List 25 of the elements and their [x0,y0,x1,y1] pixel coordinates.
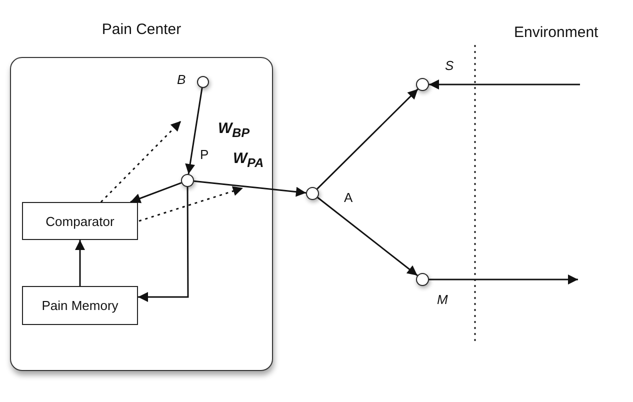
arrow [429,274,578,284]
arrow [316,88,418,190]
node-label: M [437,292,448,307]
arrow [317,196,418,276]
node-label: P [200,147,209,162]
edge-label: W$_{BP}$ [218,120,250,140]
process-box: Pain Memory [22,286,138,325]
region-label: Environment [514,24,598,41]
arrow [75,240,85,286]
arrow [429,80,580,90]
node-label: B [177,72,186,87]
node-circle [416,78,429,91]
dotted-arrow [100,120,182,203]
arrow [185,88,203,174]
dotted-arrow [138,186,244,222]
process-box: Comparator [22,202,138,240]
arrow [130,182,182,204]
node-circle [416,273,429,286]
arrow [194,180,306,197]
node-label: A [344,190,353,205]
arrow [138,187,189,302]
edge-label: W$_{PA}$ [233,150,264,170]
node-label: S [445,58,454,73]
group-heading: Pain Center [100,21,182,38]
node-circle [306,187,319,200]
